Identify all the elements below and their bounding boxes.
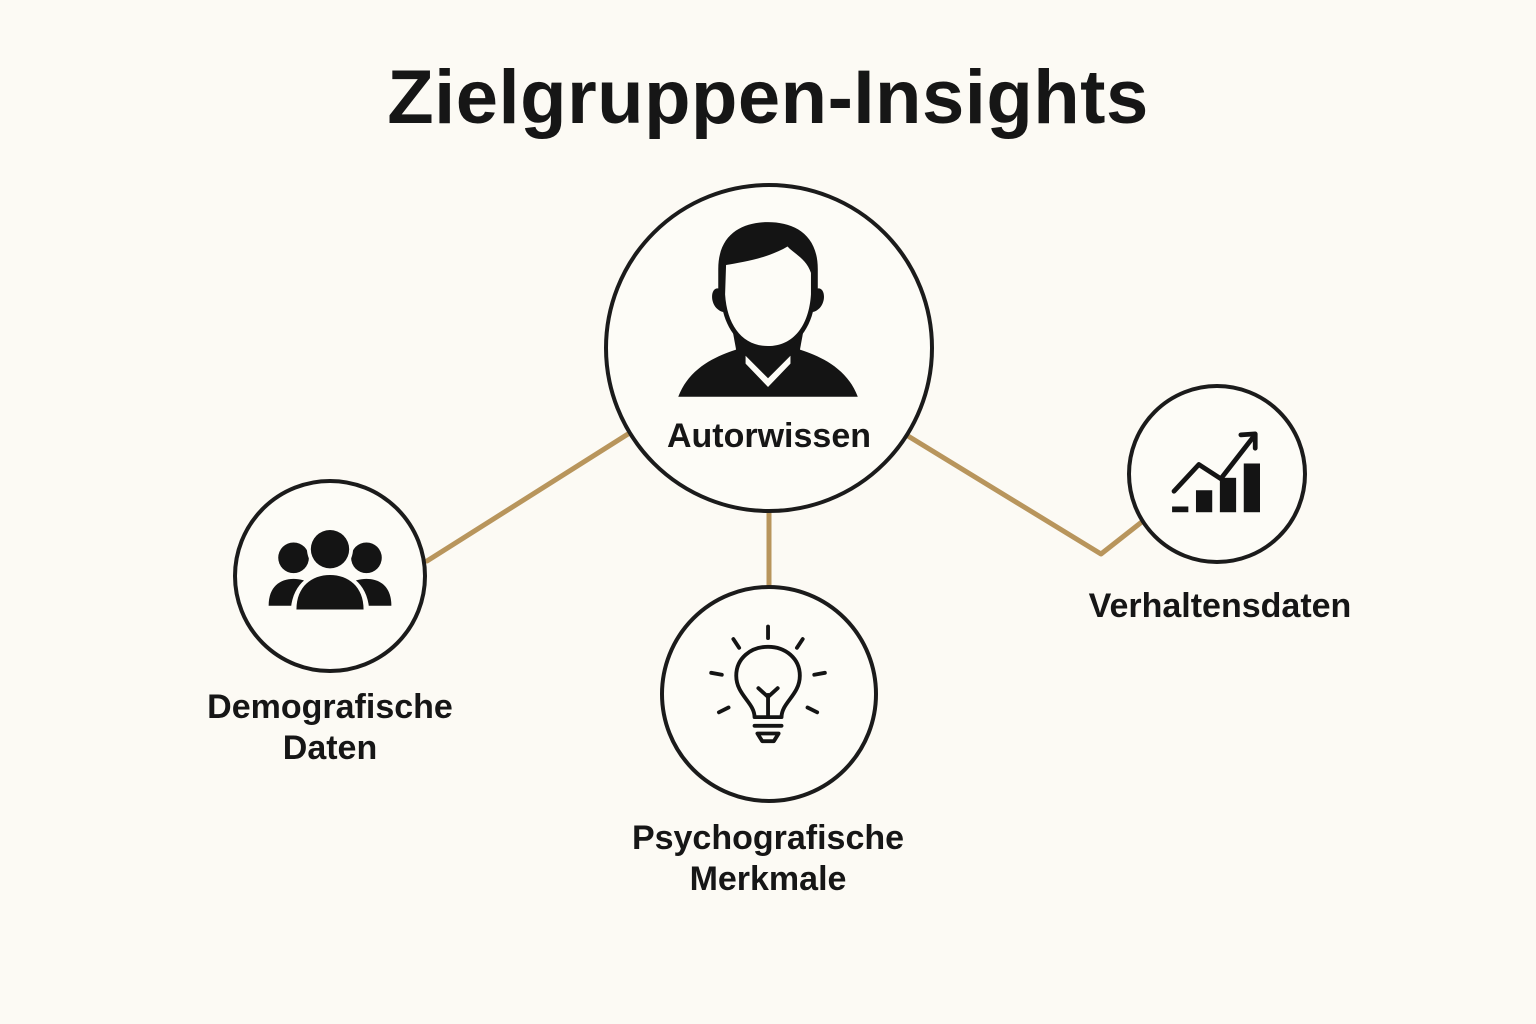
growth-chart-icon: [1171, 431, 1260, 513]
group-icon: [268, 526, 392, 614]
node-behavioral-label: Verhaltensdaten: [1088, 587, 1352, 625]
node-psychographic-label: Psychografische Merkmale: [631, 819, 905, 898]
lightbulb-icon: [709, 624, 827, 744]
node-center-label: Autorwissen: [666, 417, 872, 455]
node-demographic-label: Demografische Daten: [207, 688, 453, 767]
node-center: [604, 183, 934, 513]
node-demographic: [233, 479, 427, 673]
diagram-title: Zielgruppen-Insights: [387, 55, 1149, 140]
node-behavioral: [1127, 384, 1307, 564]
person-icon: [678, 222, 858, 397]
node-psychographic: [660, 585, 878, 803]
connector-center-behavioral: [905, 433, 1146, 557]
connector-center-demographic: [424, 431, 631, 564]
